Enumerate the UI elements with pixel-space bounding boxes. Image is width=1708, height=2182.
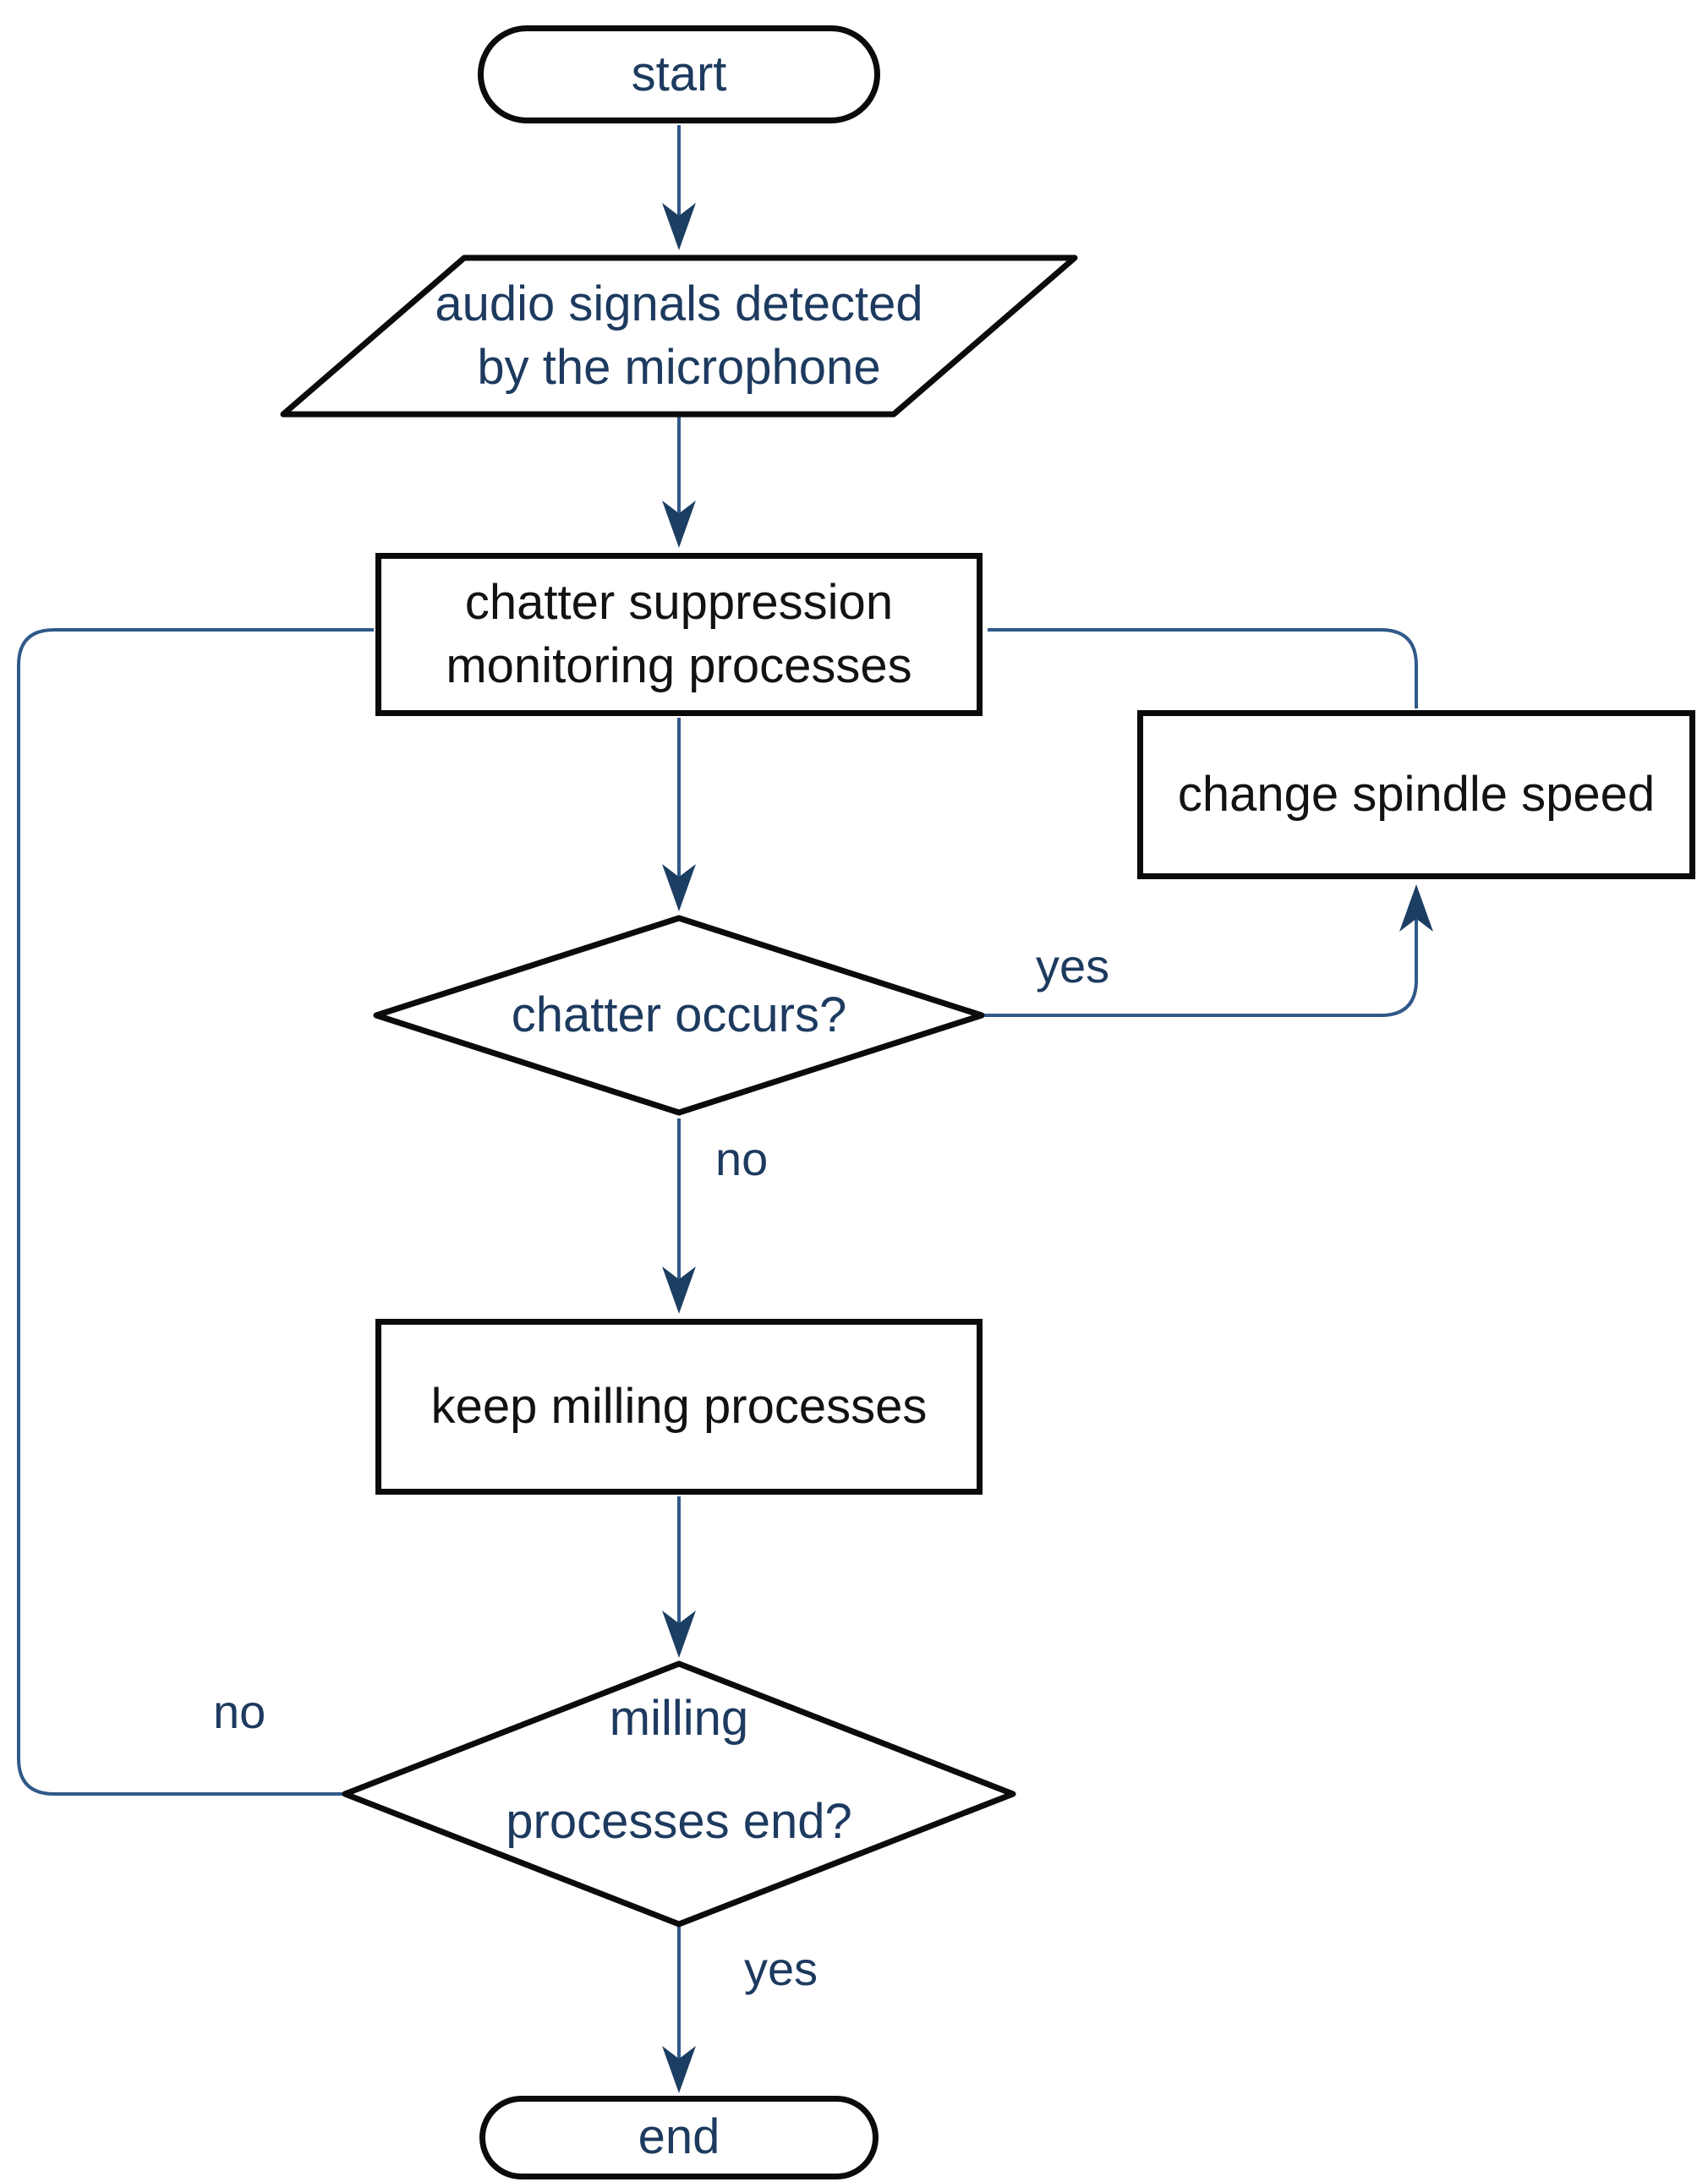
- node-change-speed: change spindle speed: [1137, 710, 1695, 879]
- node-audio-input: audio signals detected by the microphone: [279, 254, 1079, 418]
- node-end-decision: milling processes end?: [341, 1660, 1017, 1928]
- edge-label-chatter-yes: yes: [1036, 939, 1110, 993]
- decision-diamond-shape: [373, 915, 985, 1116]
- node-monitoring: chatter suppression monitoring processes: [375, 553, 983, 716]
- parallelogram-shape: [280, 254, 1078, 418]
- node-end-label: end: [638, 2109, 720, 2165]
- decision-diamond-shape: [342, 1660, 1016, 1928]
- node-change-speed-label: change spindle speed: [1177, 766, 1656, 822]
- node-start: start: [478, 25, 880, 123]
- node-end-decision-label: milling processes end?: [506, 1691, 852, 1849]
- node-monitoring-label: chatter suppression monitoring processes: [446, 575, 912, 693]
- edge-label-milling-no: no: [213, 1685, 266, 1738]
- edge-label-milling-yes: yes: [744, 1942, 818, 1995]
- node-keep-milling-label: keep milling processes: [430, 1378, 928, 1434]
- node-start-label: start: [631, 46, 727, 101]
- node-audio-input-label: audio signals detected by the microphone: [435, 276, 923, 395]
- node-chatter-decision-label: chatter occurs?: [511, 987, 847, 1042]
- edge-milling-no-loop-to-monitoring: [17, 628, 374, 1796]
- edge-label-chatter-no: no: [715, 1132, 769, 1185]
- edge-chatter-yes-to-change-speed: [984, 884, 1433, 1017]
- node-keep-milling: keep milling processes: [375, 1319, 983, 1495]
- edge-change-speed-return-to-monitoring: [988, 628, 1418, 708]
- node-chatter-decision: chatter occurs?: [372, 914, 986, 1117]
- node-end: end: [479, 2096, 879, 2179]
